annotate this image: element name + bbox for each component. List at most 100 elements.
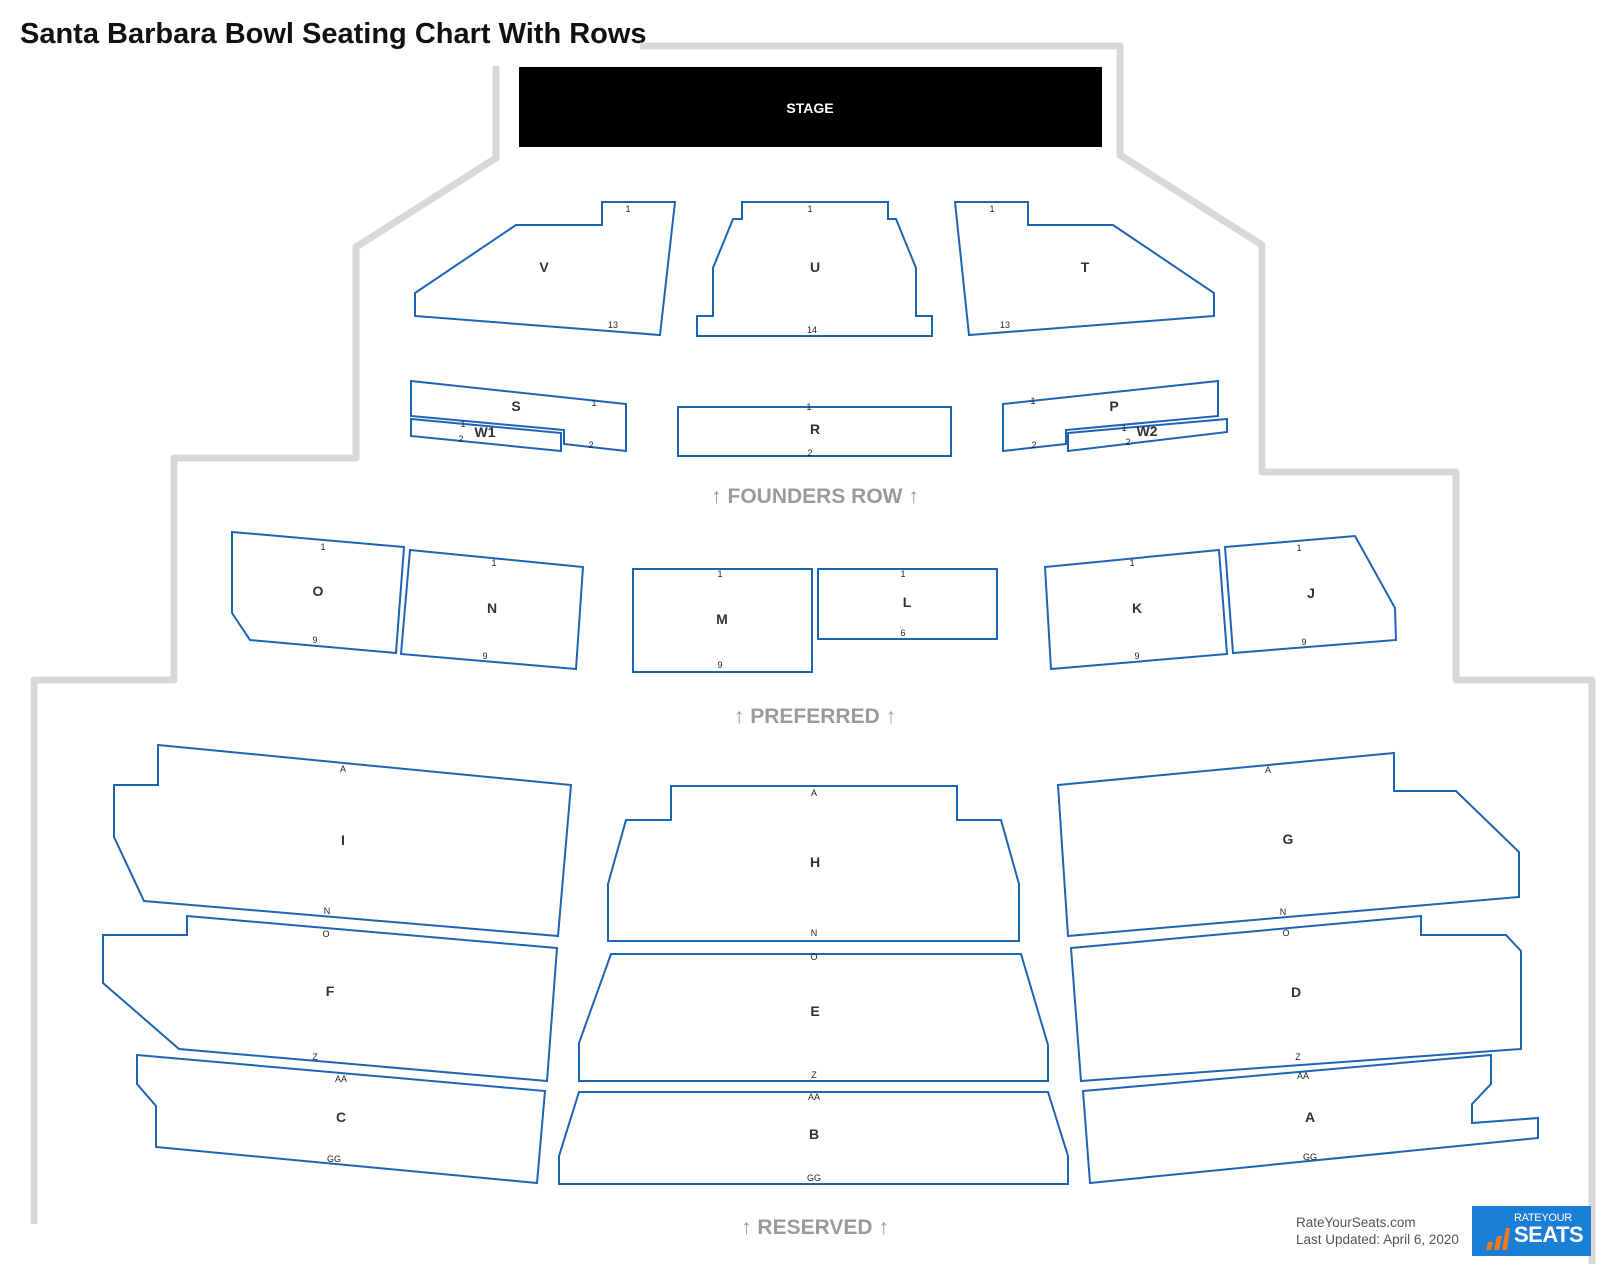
section-t-label: T [1081, 259, 1090, 275]
section-d[interactable]: D O Z [1069, 914, 1522, 1083]
section-s-label: S [511, 398, 520, 414]
section-g-row-first: A [1265, 765, 1271, 775]
zone-founders-row-label: ↑ FOUNDERS ROW ↑ [711, 485, 919, 508]
section-e-row-first: O [810, 952, 817, 962]
section-o-row-first: 1 [320, 542, 325, 552]
section-l-row-first: 1 [900, 569, 905, 579]
section-r[interactable]: R 1 2 [677, 402, 952, 458]
section-t[interactable]: T 1 13 [953, 201, 1215, 337]
section-n-row-first: 1 [491, 558, 496, 568]
section-u[interactable]: U 1 14 [696, 201, 933, 337]
section-k-label: K [1132, 600, 1142, 616]
section-t-row-last: 13 [1000, 320, 1010, 330]
section-a-row-last: GG [1303, 1152, 1317, 1162]
section-a[interactable]: A AA GG [1081, 1053, 1539, 1185]
section-o-row-last: 9 [312, 635, 317, 645]
section-i-row-first: A [340, 764, 346, 774]
section-f[interactable]: F O Z [102, 914, 559, 1083]
section-u-label: U [810, 259, 820, 275]
section-c-row-first: AA [335, 1074, 347, 1084]
logo-line2: SEATS [1514, 1222, 1584, 1247]
section-c[interactable]: C AA GG [136, 1053, 547, 1185]
section-j[interactable]: J 1 9 [1223, 534, 1398, 655]
section-w2-row-first: 1 [1121, 423, 1126, 433]
section-m-row-first: 1 [717, 569, 722, 579]
section-n[interactable]: N 1 9 [399, 548, 585, 671]
section-p-label: P [1109, 398, 1118, 414]
section-s-row-last: 2 [588, 440, 593, 450]
stage-label: STAGE [786, 100, 833, 116]
logo-bars-icon [1486, 1228, 1510, 1250]
section-l[interactable]: L 1 6 [817, 568, 998, 640]
section-w1-row-last: 2 [458, 434, 463, 444]
section-b-row-first: AA [808, 1092, 820, 1102]
section-v-row-last: 13 [608, 320, 618, 330]
section-w1-row-first: 1 [460, 419, 465, 429]
section-v-row-first: 1 [625, 204, 630, 214]
section-i[interactable]: I A N [113, 743, 573, 938]
section-m-row-last: 9 [717, 660, 722, 670]
section-a-label: A [1305, 1109, 1315, 1125]
section-h[interactable]: H A N [607, 785, 1020, 942]
section-g[interactable]: G A N [1056, 751, 1520, 938]
section-d-row-first: O [1282, 928, 1289, 938]
section-c-label: C [336, 1109, 346, 1125]
section-u-row-first: 1 [807, 204, 812, 214]
section-f-row-first: O [322, 929, 329, 939]
section-w1[interactable]: W1 1 2 [410, 417, 562, 453]
section-e-row-last: Z [811, 1070, 817, 1080]
section-s-row-first: 1 [591, 398, 596, 408]
section-d-row-last: Z [1295, 1052, 1301, 1062]
section-f-row-last: Z [312, 1052, 318, 1062]
section-j-row-first: 1 [1296, 543, 1301, 553]
zone-preferred-label: ↑ PREFERRED ↑ [734, 705, 896, 728]
section-w2[interactable]: W2 1 2 [1067, 417, 1228, 453]
section-k[interactable]: K 1 9 [1043, 548, 1229, 671]
section-e-label: E [810, 1003, 819, 1019]
logo-line1: RATEYOUR [1514, 1212, 1572, 1224]
page-title: Santa Barbara Bowl Seating Chart With Ro… [20, 18, 647, 50]
section-o-label: O [313, 583, 324, 599]
section-a-row-first: AA [1297, 1071, 1309, 1081]
section-f-label: F [326, 983, 335, 999]
zone-reserved-label: ↑ RESERVED ↑ [741, 1216, 889, 1239]
section-i-row-last: N [324, 906, 331, 916]
section-p[interactable]: P 1 2 [1002, 379, 1219, 453]
section-p-row-last: 2 [1031, 440, 1036, 450]
section-b[interactable]: B AA GG [558, 1091, 1069, 1185]
section-k-row-last: 9 [1134, 651, 1139, 661]
section-s[interactable]: S 1 2 [410, 379, 627, 453]
section-d-label: D [1291, 984, 1301, 1000]
footer-site-link[interactable]: RateYourSeats.com [1296, 1215, 1416, 1230]
footer-credit: RateYourSeats.com Last Updated: April 6,… [1296, 1214, 1459, 1248]
section-r-row-last: 2 [807, 448, 812, 458]
section-r-row-first: 1 [806, 402, 811, 412]
section-o[interactable]: O 1 9 [231, 530, 406, 655]
section-h-row-first: A [811, 788, 817, 798]
section-l-label: L [903, 594, 912, 610]
section-i-label: I [341, 832, 345, 848]
rateyourseats-logo[interactable]: RATEYOUR SEATS [1472, 1206, 1591, 1256]
section-e[interactable]: E O Z [578, 952, 1049, 1082]
section-j-row-last: 9 [1301, 637, 1306, 647]
section-l-row-last: 6 [900, 628, 905, 638]
section-r-label: R [810, 421, 820, 437]
section-h-label: H [810, 854, 820, 870]
section-b-label: B [809, 1126, 819, 1142]
section-h-row-last: N [811, 928, 818, 938]
section-n-label: N [487, 600, 497, 616]
section-w1-label: W1 [475, 424, 496, 440]
section-p-row-first: 1 [1030, 396, 1035, 406]
section-n-row-last: 9 [482, 651, 487, 661]
section-m[interactable]: M 1 9 [632, 568, 813, 673]
footer-updated: Last Updated: April 6, 2020 [1296, 1232, 1459, 1247]
section-b-row-last: GG [807, 1173, 821, 1183]
section-w2-row-last: 2 [1125, 437, 1130, 447]
stage [519, 67, 1102, 147]
section-v[interactable]: V 1 13 [414, 201, 677, 337]
venue-boundary [30, 42, 1596, 1264]
section-g-label: G [1283, 831, 1294, 847]
section-w2-label: W2 [1137, 423, 1158, 439]
section-j-label: J [1307, 585, 1315, 601]
